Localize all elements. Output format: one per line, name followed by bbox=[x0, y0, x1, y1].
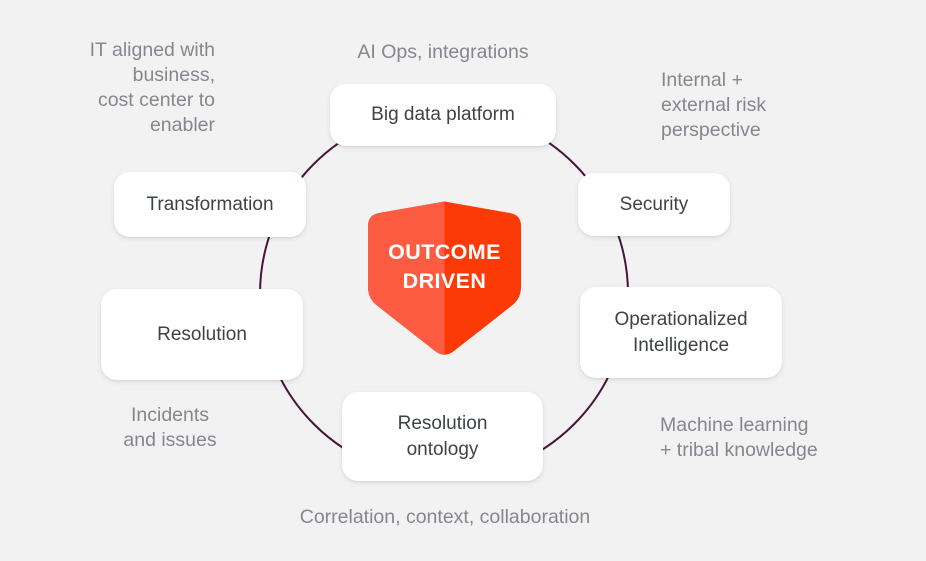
annotation-ai-ops: AI Ops, integrations bbox=[357, 41, 529, 63]
node-resolution-ontology-label: Resolution ontology bbox=[397, 412, 488, 460]
annotation-machine-learning: Machine learning + tribal knowledge bbox=[660, 414, 818, 461]
node-resolution-label: Resolution bbox=[157, 323, 247, 345]
annotation-correlation: Correlation, context, collaboration bbox=[299, 506, 591, 528]
node-operationalized-intelligence-label: Operationalized Intelligence bbox=[614, 308, 748, 356]
annotation-internal-external-risk: Internal + external risk perspective bbox=[661, 69, 767, 141]
annotation-incidents: Incidents and issues bbox=[123, 404, 217, 451]
shield-icon bbox=[364, 201, 525, 357]
node-transformation: Transformation bbox=[114, 172, 306, 237]
node-resolution-ontology: Resolution ontology bbox=[342, 392, 543, 481]
node-security-label: Security bbox=[619, 193, 689, 215]
node-operationalized-intelligence: Operationalized Intelligence bbox=[580, 287, 782, 378]
node-resolution: Resolution bbox=[101, 289, 303, 380]
node-transformation-label: Transformation bbox=[146, 193, 274, 215]
node-big-data-platform: Big data platform bbox=[330, 84, 556, 146]
outcome-driven-badge-label: OUTCOME DRIVEN bbox=[388, 240, 501, 293]
node-big-data-platform-label: Big data platform bbox=[371, 104, 515, 125]
node-security: Security bbox=[578, 173, 730, 236]
annotation-it-aligned: IT aligned with business, cost center to… bbox=[89, 39, 215, 136]
